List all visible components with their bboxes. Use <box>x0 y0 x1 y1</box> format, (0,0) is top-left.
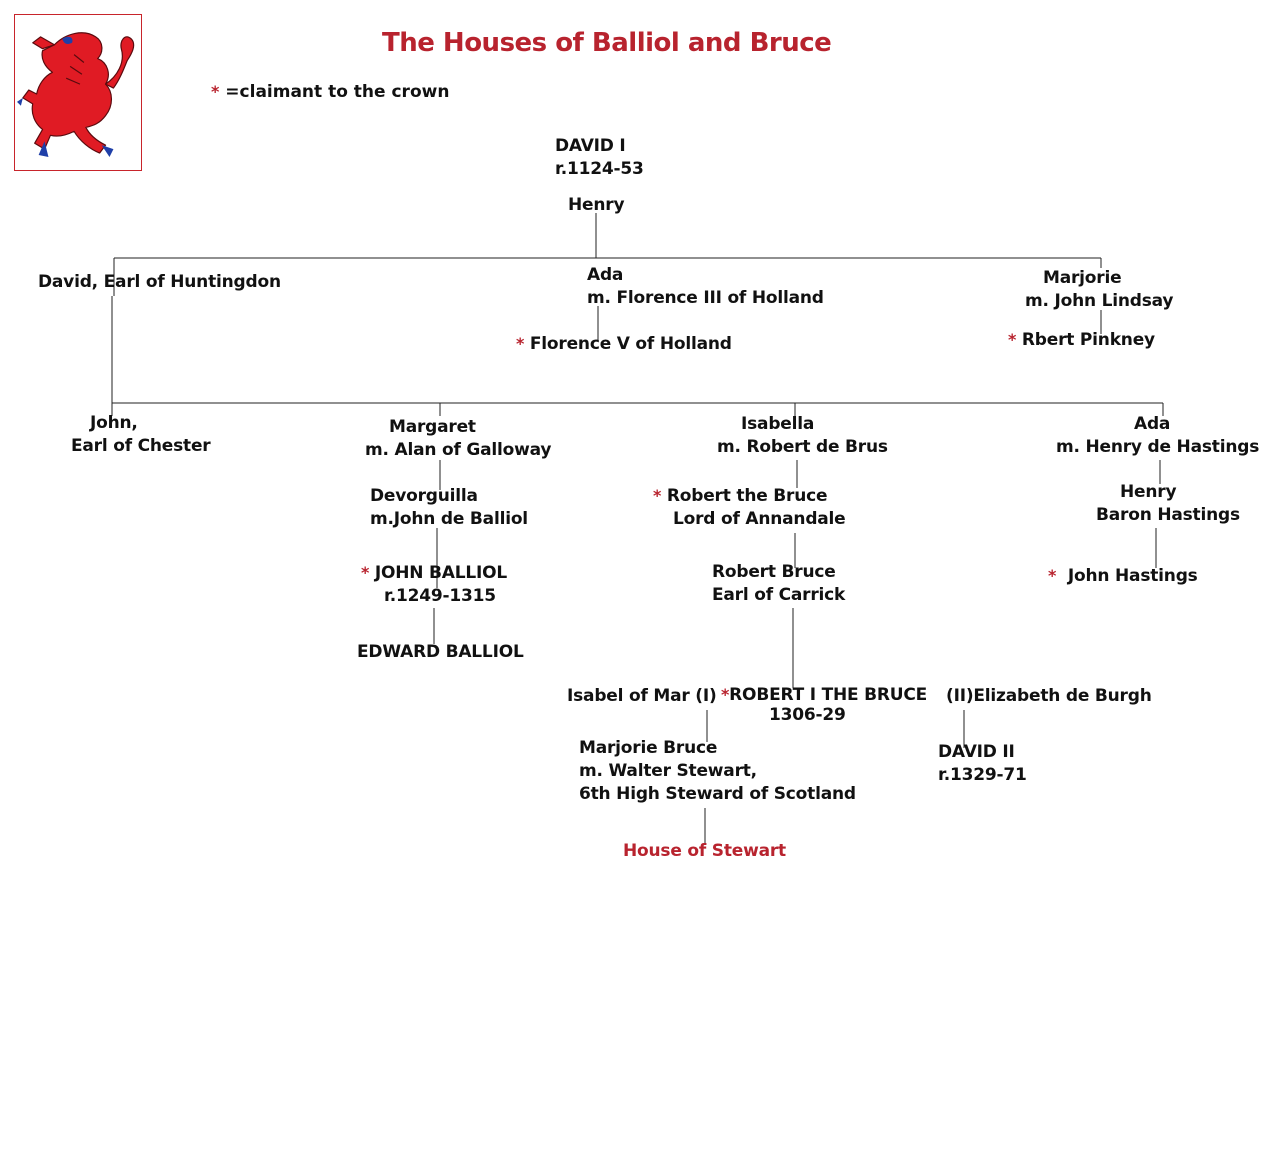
lion-rampant-logo <box>14 14 142 171</box>
claimant-star-icon: * <box>653 486 662 505</box>
node-robert-i-the-bruce: *ROBERT I THE BRUCE 1306-29 <box>721 685 927 725</box>
node-spouse: m. Robert de Brus <box>717 437 888 457</box>
node-devorguilla: Devorguilla m.John de Balliol <box>370 485 528 531</box>
node-name: John, <box>90 413 138 433</box>
node-reign: r.1249-1315 <box>384 586 496 606</box>
node-david-earl-of-huntingdon: David, Earl of Huntingdon <box>38 271 281 294</box>
node-elizabeth-de-burgh: (II)Elizabeth de Burgh <box>946 685 1152 708</box>
node-name: Isabel of Mar (I) <box>567 686 717 706</box>
node-spouse: m. Alan of Galloway <box>365 440 552 460</box>
node-name: Marjorie Bruce <box>579 738 718 758</box>
node-margaret: Margaret m. Alan of Galloway <box>365 416 551 462</box>
claimant-star-icon: * <box>211 82 220 101</box>
node-name: Ada <box>587 265 624 285</box>
node-name: Rbert Pinkney <box>1021 330 1155 350</box>
node-henry: Henry <box>568 194 625 217</box>
node-name: (II)Elizabeth de Burgh <box>946 686 1152 706</box>
lion-rampant-icon <box>16 32 135 157</box>
node-marjorie-lindsay: Marjorie m. John Lindsay <box>1025 267 1174 313</box>
node-david-ii: DAVID II r.1329-71 <box>938 741 1027 787</box>
node-name: ROBERT I THE BRUCE <box>729 685 928 705</box>
node-john-balliol: * JOHN BALLIOL r.1249-1315 <box>361 561 507 608</box>
node-reign: 1306-29 <box>769 705 846 725</box>
node-name-line: * JOHN BALLIOL <box>361 561 507 585</box>
node-spouse: m. Henry de Hastings <box>1056 437 1260 457</box>
node-david-i: DAVID I r.1124-53 <box>555 135 644 181</box>
claimant-star-icon: * <box>721 685 730 704</box>
node-isabel-of-mar: Isabel of Mar (I) <box>567 685 717 708</box>
node-spouse: m. John Lindsay <box>1025 291 1174 311</box>
node-name: Ada <box>1134 414 1171 434</box>
node-spouse-title: 6th High Steward of Scotland <box>579 784 856 804</box>
node-spouse: m. Florence III of Holland <box>587 288 824 308</box>
node-name: Henry <box>1120 482 1177 502</box>
node-reign: r.1329-71 <box>938 765 1027 785</box>
claimant-star-icon: * <box>361 563 370 582</box>
node-title: Earl of Carrick <box>712 585 846 605</box>
claimant-star-icon: * <box>1048 566 1057 585</box>
node-marjorie-bruce: Marjorie Bruce m. Walter Stewart, 6th Hi… <box>579 737 856 806</box>
node-edward-balliol: EDWARD BALLIOL <box>357 641 524 664</box>
node-name-line: *ROBERT I THE BRUCE <box>721 685 927 705</box>
node-name: EDWARD BALLIOL <box>357 642 524 662</box>
node-john-hastings: * John Hastings <box>1048 564 1198 588</box>
node-name: Florence V of Holland <box>529 334 732 354</box>
claimant-star-icon: * <box>516 334 525 353</box>
page-title: The Houses of Balliol and Bruce <box>382 28 832 58</box>
node-florence-v: * Florence V of Holland <box>516 332 732 356</box>
node-henry-baron-hastings: Henry Baron Hastings <box>1096 481 1240 527</box>
node-name: JOHN BALLIOL <box>374 563 508 583</box>
node-name: Margaret <box>389 417 476 437</box>
legend: * =claimant to the crown <box>211 81 449 103</box>
node-spouse: m. Walter Stewart, <box>579 761 757 781</box>
node-reign: r.1124-53 <box>555 159 644 179</box>
node-name: Henry <box>568 195 625 215</box>
node-name: House of Stewart <box>623 841 786 861</box>
node-robert-earl-of-carrick: Robert Bruce Earl of Carrick <box>712 561 845 607</box>
node-name: Marjorie <box>1043 268 1122 288</box>
node-title: Earl of Chester <box>71 436 211 456</box>
node-name: Isabella <box>741 414 815 434</box>
legend-text: =claimant to the crown <box>225 82 450 102</box>
node-ada-hastings: Ada m. Henry de Hastings <box>1056 413 1259 459</box>
node-name: DAVID II <box>938 742 1015 762</box>
node-spouse: m.John de Balliol <box>370 509 528 529</box>
node-name: Robert Bruce <box>712 562 836 582</box>
node-john-earl-of-chester: John, Earl of Chester <box>71 412 211 458</box>
node-house-of-stewart: House of Stewart <box>623 840 786 863</box>
node-rbert-pinkney: * Rbert Pinkney <box>1008 328 1155 352</box>
node-name: Devorguilla <box>370 486 478 506</box>
node-name: Robert the Bruce <box>666 486 828 506</box>
node-title: Baron Hastings <box>1096 505 1240 525</box>
node-isabella: Isabella m. Robert de Brus <box>717 413 888 459</box>
node-name: DAVID I <box>555 136 626 156</box>
node-name: John Hastings <box>1067 566 1198 586</box>
node-name-line: * Robert the Bruce <box>653 484 846 508</box>
node-name: David, Earl of Huntingdon <box>38 272 281 292</box>
claimant-star-icon: * <box>1008 330 1017 349</box>
node-ada-holland: Ada m. Florence III of Holland <box>587 264 824 310</box>
node-robert-lord-of-annandale: * Robert the Bruce Lord of Annandale <box>653 484 846 531</box>
node-title: Lord of Annandale <box>673 509 846 529</box>
